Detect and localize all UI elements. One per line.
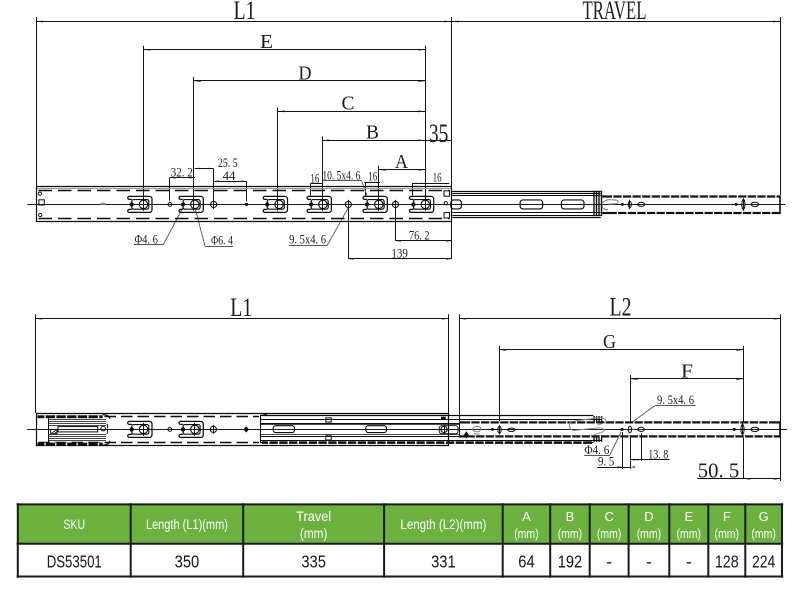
svg-text:331: 331 (431, 552, 456, 572)
svg-text:139: 139 (391, 247, 408, 261)
svg-text:(mm): (mm) (558, 526, 583, 541)
svg-text:44: 44 (223, 169, 236, 183)
svg-text:A: A (395, 151, 408, 173)
svg-text:224: 224 (752, 552, 775, 572)
svg-text:L1: L1 (230, 293, 252, 322)
svg-text:B: B (366, 122, 379, 144)
svg-text:G: G (603, 331, 616, 353)
svg-text:25. 5: 25. 5 (218, 156, 238, 170)
svg-text:B: B (566, 509, 575, 524)
svg-text:Φ4. 6: Φ4. 6 (134, 233, 158, 247)
svg-text:C: C (604, 509, 613, 524)
svg-text:C: C (342, 93, 355, 115)
svg-text:192: 192 (558, 552, 583, 572)
svg-text:76. 2: 76. 2 (409, 229, 430, 243)
svg-text:9. 5: 9. 5 (598, 455, 615, 469)
svg-text:9. 5x4. 6: 9. 5x4. 6 (657, 393, 694, 407)
svg-text:16: 16 (368, 170, 377, 184)
svg-text:335: 335 (301, 552, 326, 572)
svg-text:Φ6. 4: Φ6. 4 (211, 234, 233, 248)
svg-text:L2: L2 (610, 292, 632, 321)
svg-text:(mm): (mm) (597, 526, 622, 541)
svg-text:D: D (644, 509, 653, 524)
svg-text:10. 5x4. 6: 10. 5x4. 6 (322, 169, 360, 183)
svg-text:TRAVEL: TRAVEL (583, 0, 647, 25)
svg-text:(mm): (mm) (300, 526, 328, 541)
svg-text:16: 16 (310, 171, 319, 185)
svg-text:F: F (681, 360, 693, 382)
svg-text:-: - (606, 552, 612, 572)
svg-text:(mm): (mm) (514, 526, 539, 541)
svg-text:32. 2: 32. 2 (171, 165, 193, 179)
svg-text:13. 8: 13. 8 (648, 447, 668, 461)
svg-text:64: 64 (518, 552, 535, 572)
svg-text:-: - (686, 552, 692, 572)
svg-text:L1: L1 (234, 0, 256, 25)
svg-text:F: F (723, 509, 731, 524)
svg-text:D: D (299, 62, 312, 84)
svg-text:G: G (759, 509, 769, 524)
svg-text:35: 35 (429, 119, 449, 148)
svg-text:-: - (646, 552, 652, 572)
svg-text:Length (L1)(mm): Length (L1)(mm) (146, 517, 228, 532)
svg-text:A: A (522, 509, 531, 524)
svg-text:SKU: SKU (64, 517, 86, 532)
svg-text:Φ4. 6: Φ4. 6 (584, 443, 610, 457)
svg-text:DS53501: DS53501 (47, 552, 102, 572)
svg-text:(mm): (mm) (751, 526, 776, 541)
svg-text:E: E (260, 31, 273, 53)
svg-text:(mm): (mm) (637, 526, 662, 541)
svg-text:(mm): (mm) (677, 526, 702, 541)
svg-text:(mm): (mm) (715, 526, 740, 541)
svg-text:16: 16 (433, 171, 442, 185)
svg-text:Length (L2)(mm): Length (L2)(mm) (400, 517, 486, 532)
svg-text:E: E (684, 509, 693, 524)
svg-text:350: 350 (175, 552, 200, 572)
svg-text:128: 128 (715, 552, 739, 572)
svg-text:Travel: Travel (296, 509, 331, 524)
svg-text:9. 5x4. 6: 9. 5x4. 6 (289, 233, 326, 247)
